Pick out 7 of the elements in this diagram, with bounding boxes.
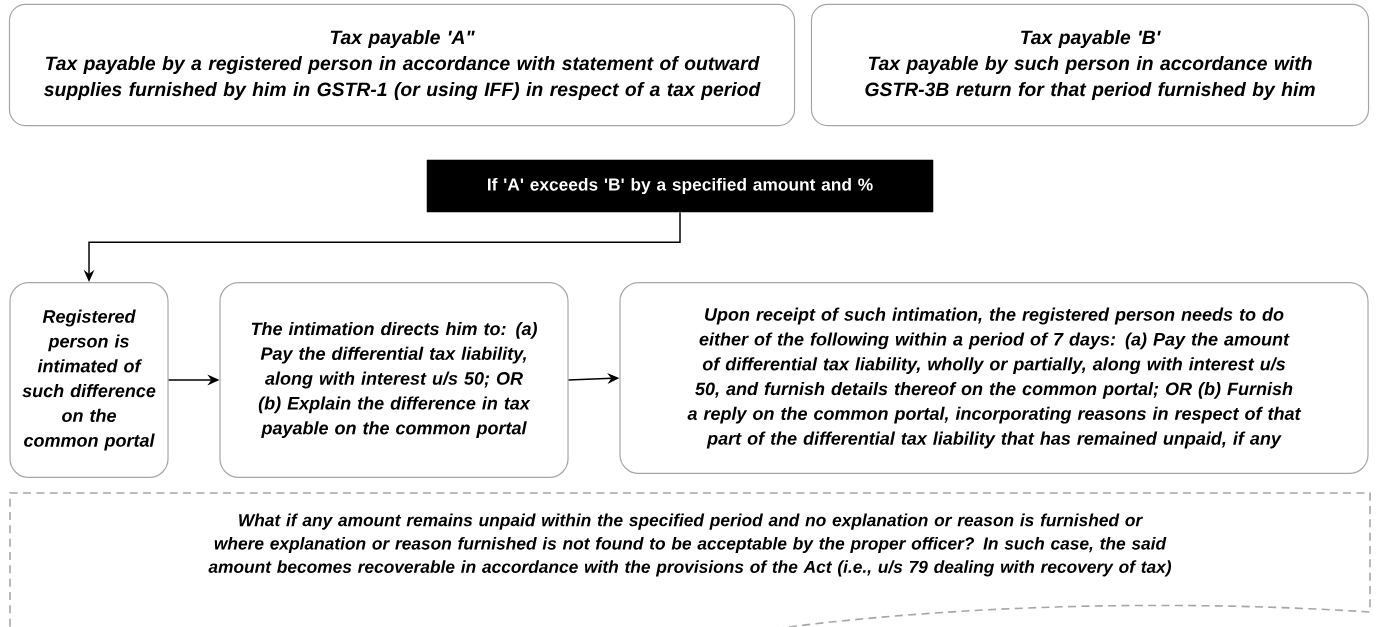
process-box: Registered person is intimated of such difference on the common portal (9, 281, 169, 479)
process-box: The intimation directs him to: (a) Pay the differential tax liability, along with interest u/s 50; OR (b) Explain the difference in tax payable on the common portal (219, 281, 569, 479)
definition-box: Tax payable 'B' Tax payable by such person in accordance with GSTR-3B return for that period furnished by him (810, 3, 1370, 127)
process-box: Upon receipt of such intimation, the registered person needs to do either of the following within a period of 7 days: (a) Pay the amount of differential tax liability, wholly or partially, along with interest u/s 50, and furnish details thereof on the common portal; OR (b) Furnish a reply on the common portal, incorporating reasons in respect of that part of the differential tax liability that has remained unpaid, if any (619, 281, 1369, 475)
definition-box: Tax payable 'A" Tax payable by a registered person in accordance with statement of outward supplies furnished by him in GSTR-1 (or using IFF) in respect of a tax period (8, 3, 796, 127)
condition-box: If 'A' exceeds 'B' by a specified amount and % (426, 159, 934, 213)
note-document: What if any amount remains unpaid within the specified period and no explanation or reason is furnished or where explanation or reason furnished is not found to be acceptable by the proper officer? In such case, the said amount becomes recoverable in accordance with the provisions of the Act (i.e., u/s 79 dealing with recovery of tax) (9, 492, 1371, 627)
